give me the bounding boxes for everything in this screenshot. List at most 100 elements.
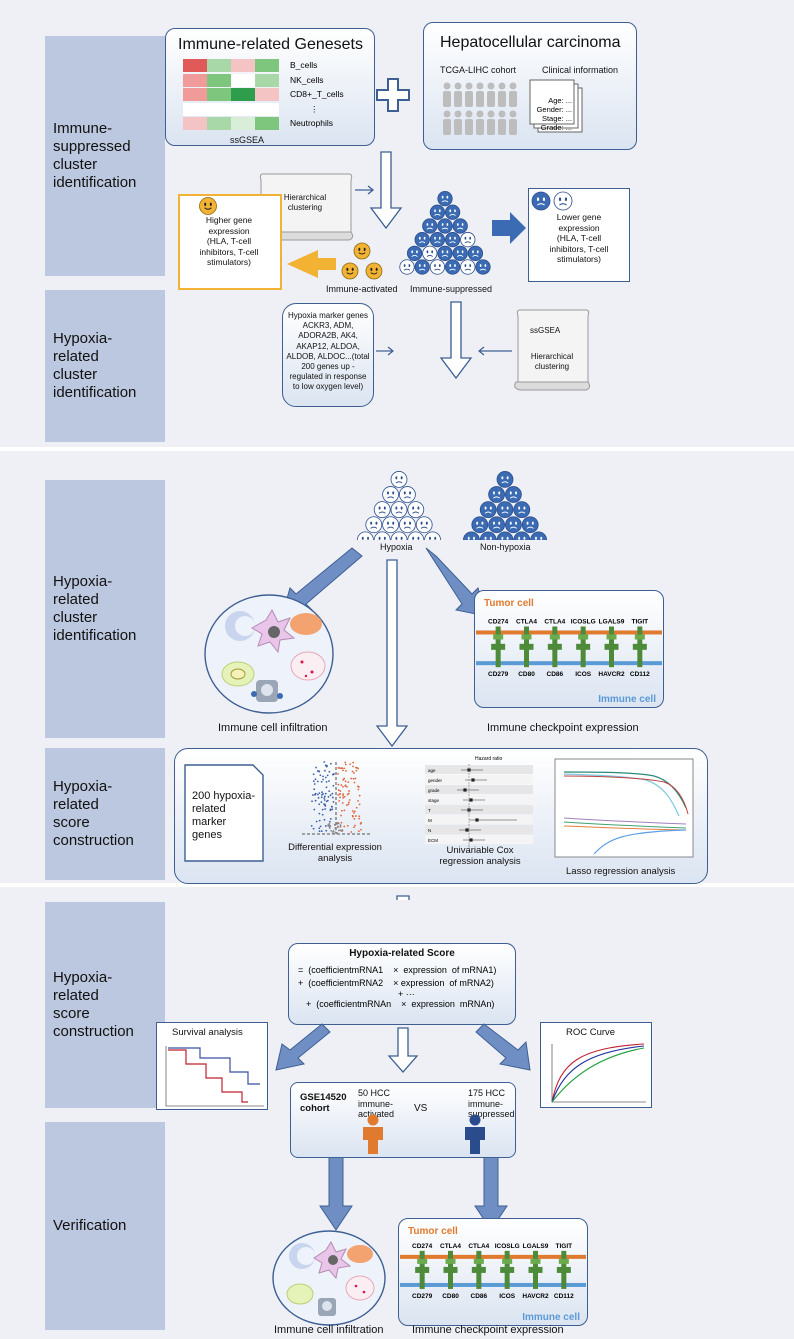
volcano-point bbox=[319, 774, 322, 777]
volcano-point bbox=[344, 785, 347, 787]
heatmap-cell bbox=[255, 88, 279, 101]
volcano-point bbox=[325, 786, 328, 789]
volcano-point bbox=[350, 831, 353, 833]
volcano-point bbox=[332, 829, 335, 832]
volcano-point bbox=[329, 818, 332, 820]
hypoxia-pyramid bbox=[357, 471, 441, 540]
volcano-point bbox=[321, 791, 323, 794]
receptor-bar bbox=[519, 643, 534, 650]
ligand-label: CTLA4 bbox=[468, 1243, 489, 1250]
volcano-point bbox=[323, 803, 326, 806]
volcano-point bbox=[331, 808, 334, 811]
checkpoint-diagram: Tumor cellCD274CD279CTLA4CD80CTLA4CD86IC… bbox=[476, 598, 662, 705]
forest-row bbox=[425, 775, 533, 784]
volcano-point bbox=[336, 826, 339, 829]
person-orange-icon bbox=[363, 1114, 383, 1154]
lasso-regression-label: Lasso regression analysis bbox=[566, 866, 676, 877]
person-icon bbox=[465, 110, 473, 118]
receptor-bar bbox=[528, 1266, 543, 1273]
volcano-point bbox=[353, 817, 356, 820]
ligand-label: LGALS9 bbox=[523, 1243, 549, 1250]
heatmap-cell bbox=[231, 73, 255, 87]
immune-membrane bbox=[476, 661, 662, 666]
volcano-point bbox=[354, 777, 357, 780]
volcano-point bbox=[340, 784, 343, 787]
volcano-point bbox=[323, 761, 326, 763]
volcano-point bbox=[316, 770, 319, 772]
forest-row bbox=[425, 765, 533, 774]
volcano-point bbox=[328, 820, 331, 823]
heatmap-cell bbox=[231, 88, 255, 101]
forest-estimate bbox=[465, 828, 469, 832]
volcano-point bbox=[315, 766, 318, 769]
forest-label: stage bbox=[428, 798, 440, 803]
person-icon bbox=[454, 82, 462, 90]
heatmap-cell bbox=[255, 117, 279, 130]
volcano-point bbox=[343, 777, 346, 780]
volcano-point bbox=[337, 783, 340, 786]
arrows-section-1 bbox=[287, 151, 526, 380]
receptor-bar bbox=[415, 1266, 430, 1273]
sad-face-icon bbox=[399, 259, 415, 275]
volcano-point bbox=[321, 813, 324, 816]
sad-face-icon bbox=[513, 531, 531, 540]
clinical-field: Gender: ... bbox=[536, 105, 572, 114]
forest-row bbox=[425, 795, 533, 804]
volcano-point bbox=[324, 808, 327, 810]
sad-face-icon bbox=[479, 531, 497, 540]
receptor-bar bbox=[632, 643, 647, 650]
immune-suppressed-label: Immune-suppressed bbox=[410, 284, 493, 294]
sad-face-icon bbox=[437, 245, 453, 261]
volcano-point bbox=[344, 761, 347, 764]
volcano-point bbox=[348, 790, 350, 792]
non-hypoxia-pyramid bbox=[463, 471, 547, 540]
heatmap-cell bbox=[183, 88, 207, 101]
volcano-point bbox=[347, 781, 350, 784]
sad-face-icon bbox=[467, 245, 484, 261]
volcano-point bbox=[311, 794, 314, 796]
person-icon bbox=[498, 110, 506, 118]
person-body bbox=[509, 119, 517, 135]
happy-face-icon bbox=[199, 197, 217, 215]
heatmap-cell bbox=[207, 59, 231, 72]
volcano-point bbox=[358, 815, 361, 818]
volcano-point bbox=[360, 828, 362, 831]
bottom-checkpoint-diagram: Tumor cellCD274CD279CTLA4CD80CTLA4CD86IC… bbox=[400, 1226, 586, 1323]
volcano-point bbox=[338, 800, 341, 802]
sad-faces-icon bbox=[531, 191, 573, 211]
volcano-point bbox=[338, 829, 340, 832]
volcano-point bbox=[318, 792, 321, 795]
person-icon bbox=[443, 110, 451, 118]
ligand-bar bbox=[521, 634, 532, 640]
volcano-point bbox=[316, 793, 319, 796]
receptor-bar bbox=[500, 1266, 515, 1273]
volcano-point bbox=[334, 827, 337, 830]
ligand-label: CTLA4 bbox=[544, 618, 565, 625]
volcano-point bbox=[327, 796, 330, 798]
volcano-point bbox=[314, 778, 317, 781]
tcga-cohort-label: TCGA-LIHC cohort bbox=[440, 65, 517, 75]
person-body bbox=[476, 119, 484, 135]
volcano-point bbox=[323, 797, 326, 800]
sad-face-icon bbox=[488, 486, 505, 503]
sad-face-icon bbox=[553, 191, 573, 211]
genes-document-icon bbox=[184, 764, 264, 862]
forest-estimate bbox=[475, 818, 479, 822]
forest-row bbox=[425, 815, 533, 824]
sad-face-icon bbox=[390, 501, 408, 519]
volcano-point bbox=[343, 767, 346, 770]
volcano-point bbox=[358, 803, 361, 806]
immune-cell-infiltration-caption: Immune cell infiltration bbox=[218, 722, 328, 734]
gse-cohort-label: GSE14520 cohort bbox=[300, 1092, 347, 1114]
volcano-point bbox=[320, 796, 323, 799]
volcano-point bbox=[331, 832, 334, 835]
sad-face-icon bbox=[382, 486, 399, 503]
volcano-point bbox=[341, 767, 344, 770]
receptor-bar bbox=[471, 1266, 486, 1273]
heatmap-cell bbox=[183, 102, 207, 116]
ssgsea-label: ssGSEA bbox=[230, 135, 265, 145]
sad-face-icon bbox=[373, 501, 391, 519]
receptor-label: CD80 bbox=[518, 671, 535, 678]
volcano-point bbox=[345, 770, 347, 772]
